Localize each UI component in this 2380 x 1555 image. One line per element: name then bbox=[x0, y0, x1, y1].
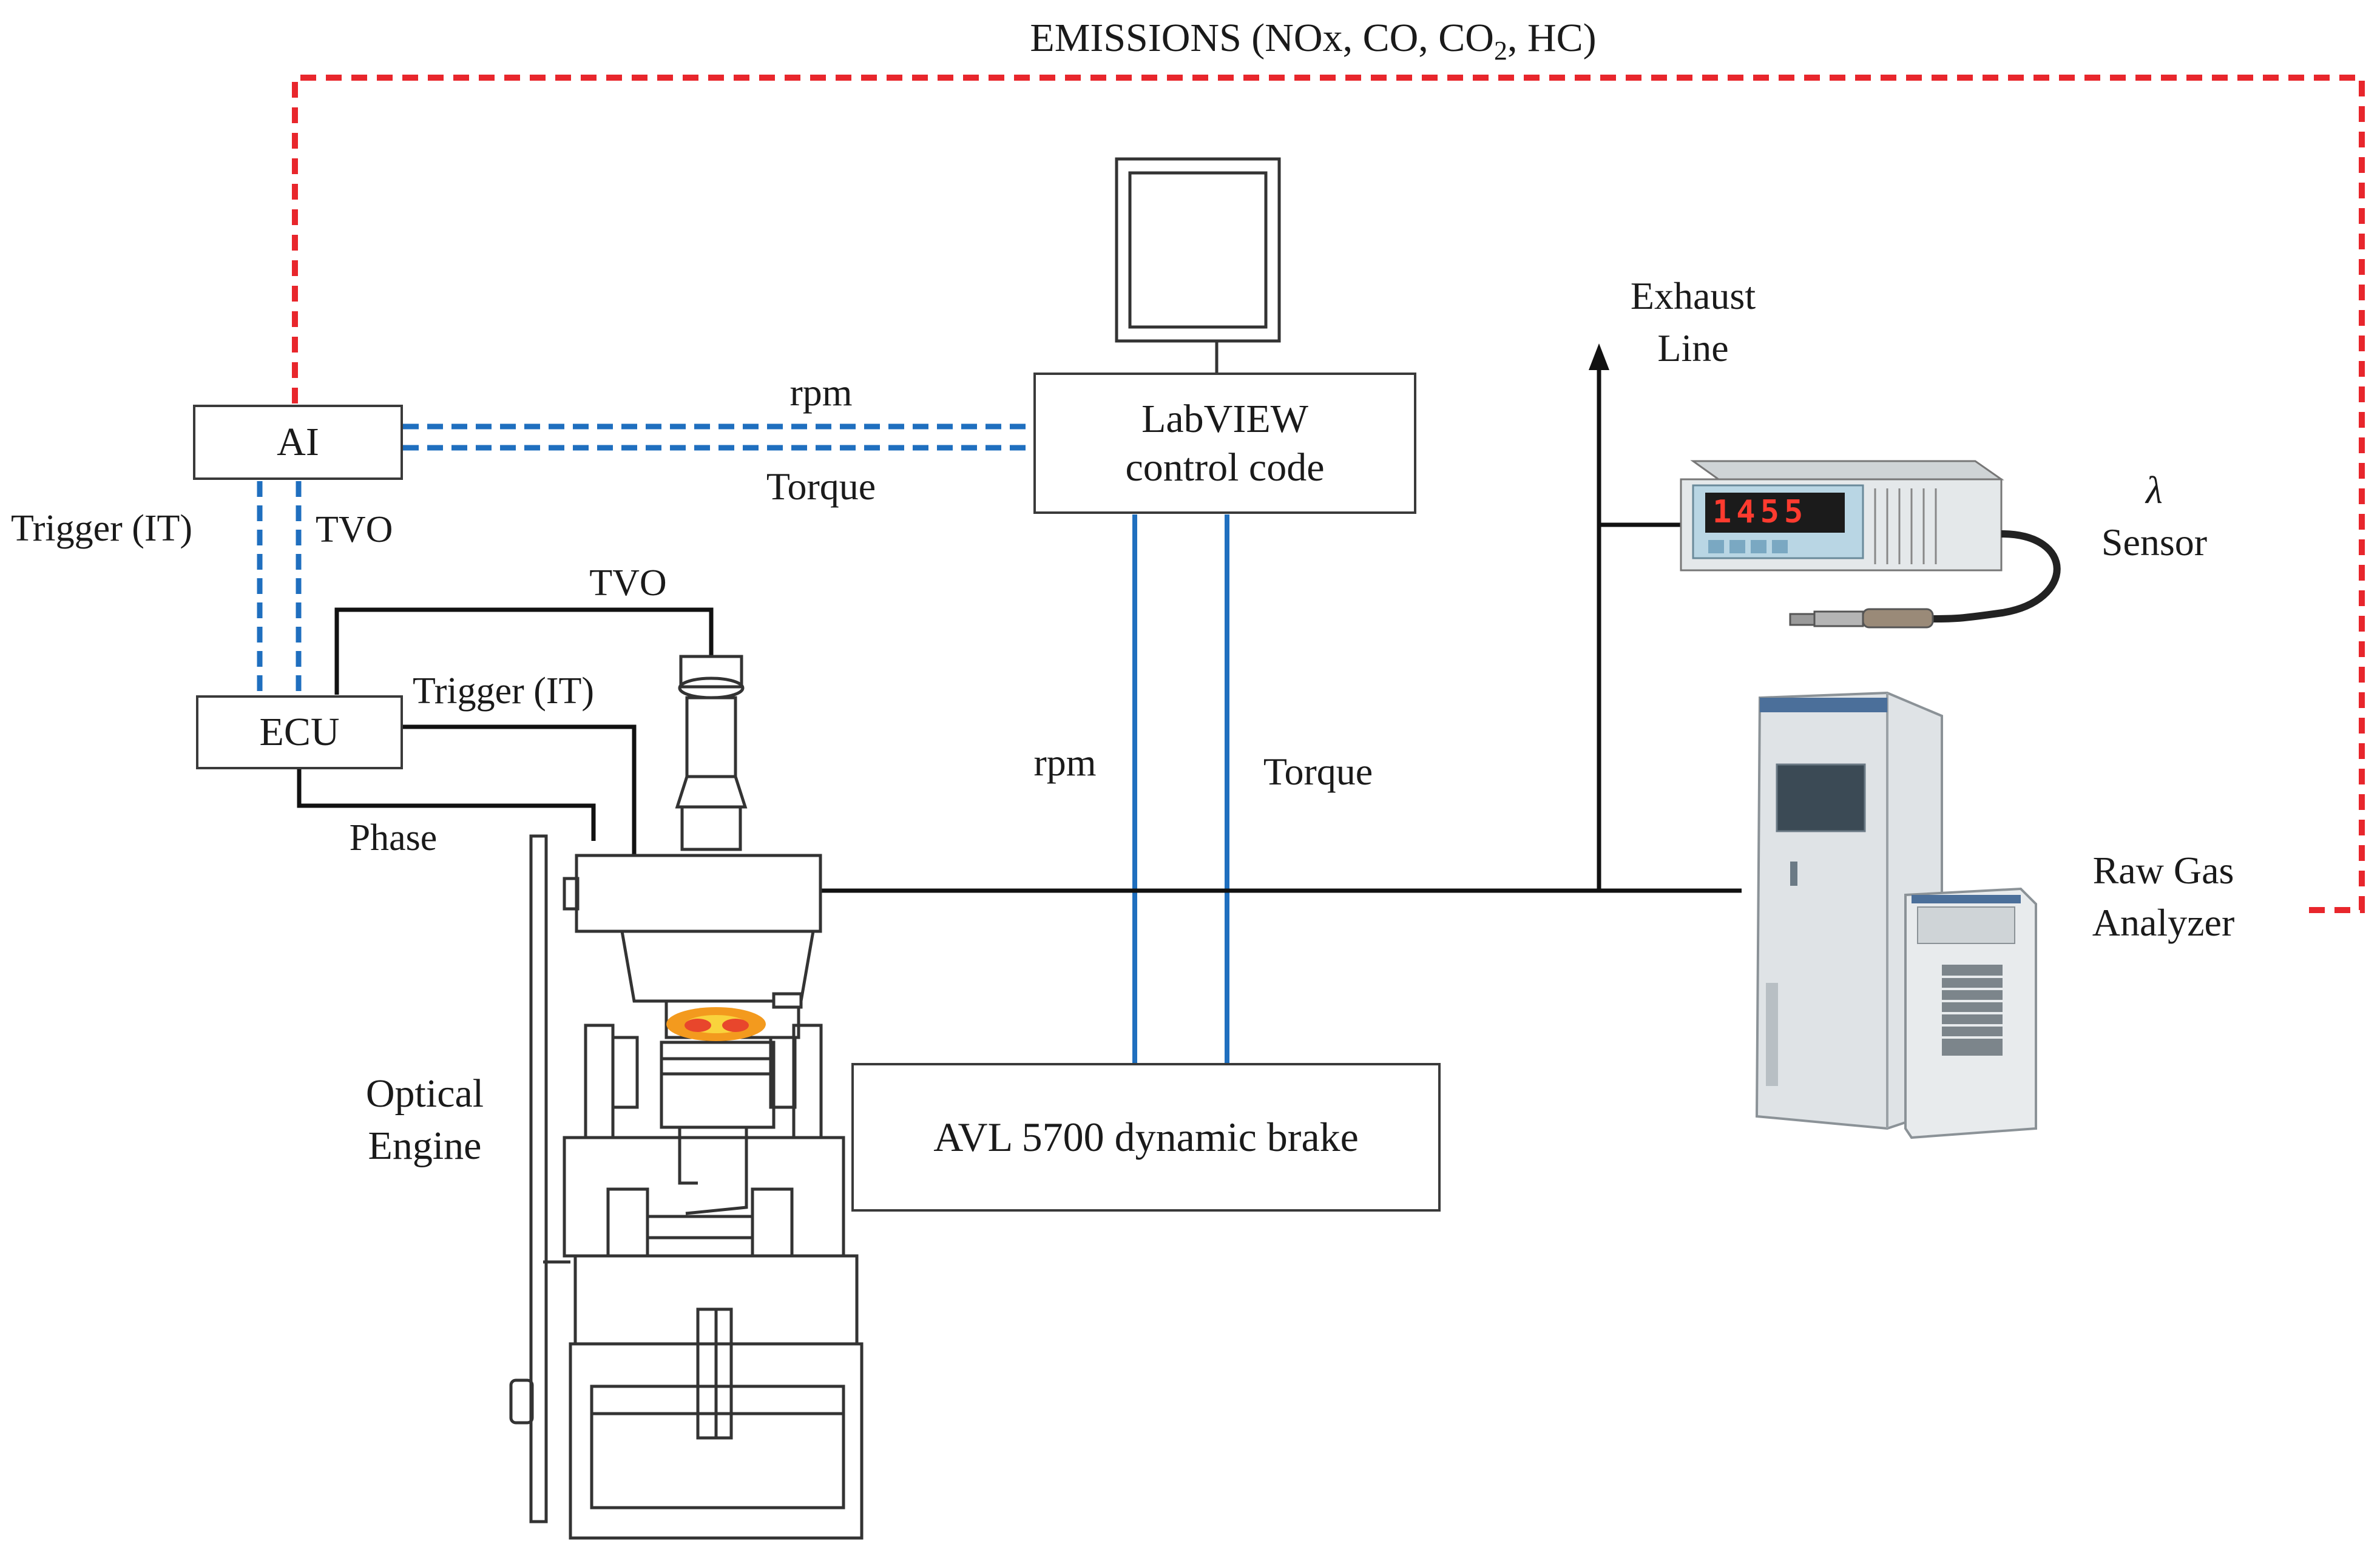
engine-label-line2: Engine bbox=[368, 1123, 482, 1168]
exhaust-label: Exhaust Line bbox=[1631, 270, 1756, 375]
gas-analyzer-icon bbox=[1755, 691, 2037, 1139]
exhaust-label-line2: Line bbox=[1657, 326, 1729, 370]
emissions-title-text: EMISSIONS (NOx, CO, CO bbox=[1030, 16, 1494, 60]
optical-engine-icon bbox=[509, 655, 864, 1540]
ai-box-label: AI bbox=[277, 420, 319, 465]
lambda-symbol: λ bbox=[2146, 468, 2163, 511]
analyzer-label-line1: Raw Gas bbox=[2092, 849, 2234, 892]
monitor-icon bbox=[1115, 157, 1281, 373]
engine-label-line1: Optical bbox=[365, 1071, 484, 1116]
emissions-title-tail: , HC) bbox=[1507, 16, 1597, 60]
brake-box: AVL 5700 dynamic brake bbox=[851, 1063, 1441, 1212]
phase-wire bbox=[297, 769, 596, 841]
analyzer-label-line2: Analyzer bbox=[2092, 901, 2235, 945]
analyzer-label: Raw Gas Analyzer bbox=[2092, 845, 2235, 950]
phase-label: Phase bbox=[349, 817, 438, 858]
ecu-box: ECU bbox=[196, 695, 403, 769]
ecu-box-label: ECU bbox=[259, 710, 340, 755]
trigger-wire bbox=[403, 724, 637, 855]
labview-box-line2: control code bbox=[1125, 445, 1325, 490]
labview-box: LabVIEW control code bbox=[1033, 373, 1416, 514]
emissions-title-subscript: 2 bbox=[1493, 36, 1507, 66]
emissions-line bbox=[292, 75, 2365, 913]
brake-box-label: AVL 5700 dynamic brake bbox=[933, 1113, 1359, 1160]
torque-top-label: Torque bbox=[766, 465, 876, 508]
tvo-wire bbox=[334, 607, 714, 695]
lambda-label: λ Sensor bbox=[2101, 464, 2207, 569]
lambda-display-readout: 1455 bbox=[1712, 494, 1808, 530]
exhaust-arrow-icon bbox=[1589, 343, 1609, 370]
ai-box: AI bbox=[193, 405, 403, 480]
labview-box-line1: LabVIEW bbox=[1141, 397, 1308, 442]
lambda-meter-icon bbox=[1680, 460, 2061, 629]
tvo-engine-label: TVO bbox=[589, 562, 667, 604]
lambda-sensor-label: Sensor bbox=[2101, 521, 2208, 564]
rpm-mid-label: rpm bbox=[1033, 741, 1097, 784]
rpm-top-label: rpm bbox=[789, 371, 853, 414]
tvo-left-label: TVO bbox=[316, 509, 393, 550]
exhaust-label-line1: Exhaust bbox=[1630, 274, 1756, 317]
emissions-title: EMISSIONS (NOx, CO, CO2, HC) bbox=[1030, 18, 1596, 64]
flame-icon bbox=[666, 1007, 766, 1041]
torque-mid-label: Torque bbox=[1263, 750, 1373, 793]
trigger-left-label: Trigger (IT) bbox=[11, 508, 193, 549]
trigger-engine-label: Trigger (IT) bbox=[413, 670, 595, 712]
engine-label: Optical Engine bbox=[366, 1068, 484, 1172]
